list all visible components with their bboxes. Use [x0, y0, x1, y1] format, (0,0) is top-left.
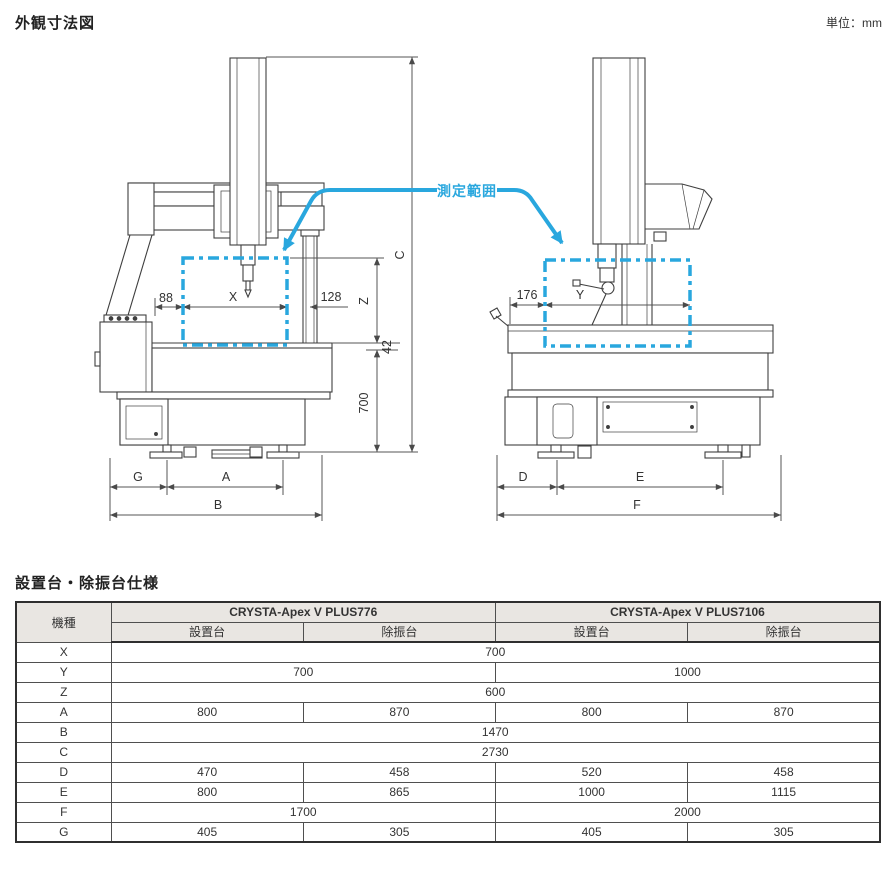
dim-label-z: Z [357, 297, 371, 305]
spec-value-cell: 520 [494, 761, 689, 783]
row-label: A [15, 701, 112, 723]
side-view-dimensions: 176 Y D E F [496, 288, 782, 521]
measuring-range-label: 測定範囲 [437, 183, 497, 199]
dim-label-d: D [518, 470, 527, 484]
spec-value-cell: 1470 [110, 721, 881, 743]
spec-value-cell: 2000 [495, 801, 881, 823]
model-column-header: 機種 [15, 601, 112, 643]
measuring-range-box-front [181, 256, 289, 347]
spec-value-cell: 700 [110, 641, 881, 663]
row-label: F [15, 801, 112, 823]
model-name-plus776: CRYSTA-Apex V PLUS776 [110, 601, 496, 623]
measuring-range-overlay: 測定範囲 [181, 183, 692, 348]
spec-value-cell: 458 [302, 761, 497, 783]
spec-value-cell: 305 [302, 821, 497, 843]
row-label: G [15, 821, 112, 843]
unit-label: 単位：mm [826, 16, 882, 30]
table-section-title: 設置台・除振台仕様 [15, 575, 160, 592]
column-header-stand-7106: 設置台 [494, 621, 689, 643]
callout-leader-left [282, 188, 437, 252]
row-label: C [15, 741, 112, 763]
row-label: E [15, 781, 112, 803]
spec-value-cell: 405 [494, 821, 689, 843]
spec-value-cell: 1000 [495, 661, 881, 683]
callout-leader-right [497, 188, 564, 245]
dim-label-y: Y [576, 288, 585, 302]
page-title: 外観寸法図 [15, 15, 96, 32]
spec-value-cell: 1700 [110, 801, 496, 823]
spec-value-cell: 470 [110, 761, 304, 783]
row-label: B [15, 721, 112, 743]
column-header-isolator-7106: 除振台 [687, 621, 881, 643]
spec-value-cell: 700 [110, 661, 496, 683]
side-view-drawing [489, 57, 774, 459]
row-label: Z [15, 681, 112, 703]
spec-value-cell: 1115 [687, 781, 881, 803]
spec-value-cell: 800 [110, 781, 304, 803]
row-label: D [15, 761, 112, 783]
spec-value-cell: 458 [687, 761, 881, 783]
spec-value-cell: 2730 [110, 741, 881, 763]
dimension-diagram: C Z 42 700 88 X 128 G A B 176 Y [94, 56, 782, 521]
spec-value-cell: 870 [302, 701, 497, 723]
spec-value-cell: 870 [687, 701, 881, 723]
dim-label-a: A [222, 470, 231, 484]
table-header-row-models: 機種 CRYSTA-Apex V PLUS776 CRYSTA-Apex V P… [15, 601, 881, 643]
spec-value-cell: 800 [110, 701, 304, 723]
dim-label-f: F [633, 498, 641, 512]
front-view-dimensions: C Z 42 700 88 X 128 G A B [109, 56, 418, 521]
row-label: X [15, 641, 112, 663]
dim-label-700: 700 [357, 393, 371, 414]
dim-label-g: G [133, 470, 143, 484]
dim-label-88: 88 [159, 291, 173, 305]
spec-value-cell: 405 [110, 821, 304, 843]
row-label: Y [15, 661, 112, 683]
dim-label-42: 42 [380, 340, 394, 354]
spec-value-cell: 600 [110, 681, 881, 703]
measuring-range-box-side [543, 258, 692, 348]
spec-value-cell: 865 [302, 781, 497, 803]
dim-label-128: 128 [321, 290, 342, 304]
spec-value-cell: 800 [494, 701, 689, 723]
dim-label-c: C [393, 250, 407, 259]
dim-label-e: E [636, 470, 644, 484]
table-header-row-stands: 設置台 除振台 設置台 除振台 [16, 621, 881, 643]
spec-value-cell: 305 [687, 821, 881, 843]
spec-table: 機種 CRYSTA-Apex V PLUS776 CRYSTA-Apex V P… [15, 601, 881, 843]
model-name-plus7106: CRYSTA-Apex V PLUS7106 [495, 601, 881, 623]
front-view-drawing [94, 57, 333, 459]
dim-label-x: X [229, 290, 238, 304]
column-header-stand-776: 設置台 [110, 621, 304, 643]
spec-value-cell: 1000 [494, 781, 689, 803]
dim-label-b: B [214, 498, 222, 512]
dim-label-176: 176 [517, 288, 538, 302]
column-header-isolator-776: 除振台 [302, 621, 497, 643]
